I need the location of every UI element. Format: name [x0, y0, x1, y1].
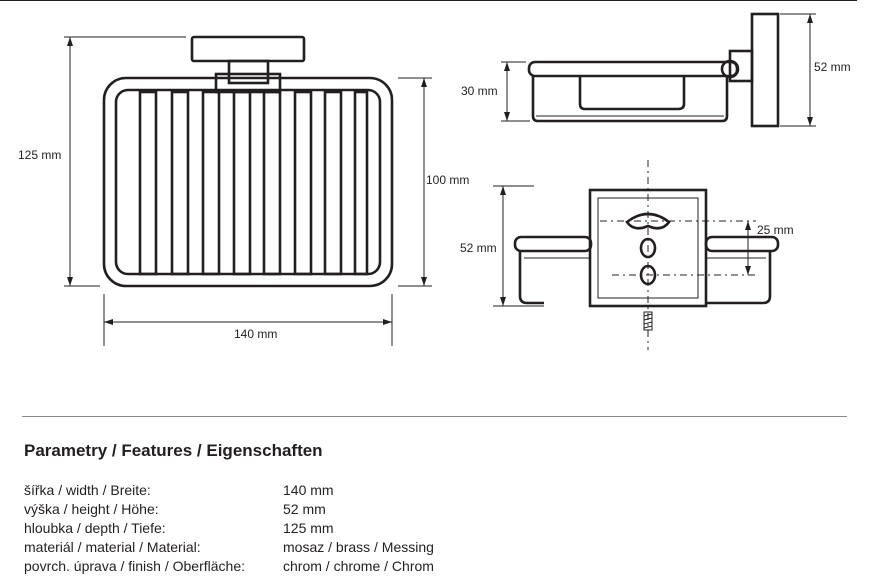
dim-mount-hole-spacing: 25 mm	[757, 223, 794, 237]
spec-value: chrom / chrome / Chrom	[283, 558, 434, 574]
specs-title: Parametry / Features / Eigenschaften	[24, 441, 323, 460]
dim-front-width: 140 mm	[234, 327, 277, 341]
side-view: 30 mm 52 mm	[461, 12, 851, 128]
spec-label: šířka / width / Breite:	[24, 482, 151, 498]
dim-mount-height: 52 mm	[460, 241, 497, 255]
basket-bars	[138, 90, 369, 276]
bracket-stem	[227, 59, 270, 85]
dim-front-height: 125 mm	[18, 148, 61, 162]
section-divider	[22, 416, 847, 417]
spec-row-finish: povrch. úprava / finish / Oberfläche: ch…	[24, 557, 434, 576]
spec-value: 52 mm	[283, 501, 326, 517]
technical-drawing: 125 mm 100 mm 140 mm 30 mm	[0, 0, 857, 350]
wall-bracket	[190, 35, 306, 63]
spec-label: povrch. úprava / finish / Oberfläche:	[24, 558, 245, 574]
basket-body	[531, 76, 729, 123]
spec-label: materiál / material / Material:	[24, 539, 201, 555]
wall-plate	[750, 12, 780, 128]
dim-side-total-height: 52 mm	[814, 60, 851, 74]
front-view: 125 mm 100 mm 140 mm	[18, 35, 469, 346]
specs-table: šířka / width / Breite: 140 mm výška / h…	[24, 481, 434, 576]
spec-row-width: šířka / width / Breite: 140 mm	[24, 481, 434, 500]
spec-value: mosaz / brass / Messing	[283, 539, 434, 555]
dim-side-basket-height: 30 mm	[461, 84, 498, 98]
spec-row-height: výška / height / Höhe: 52 mm	[24, 500, 434, 519]
spec-value: 125 mm	[283, 520, 334, 536]
spec-label: hloubka / depth / Tiefe:	[24, 520, 166, 536]
dim-front-inner-height: 100 mm	[426, 173, 469, 187]
spec-row-material: materiál / material / Material: mosaz / …	[24, 538, 434, 557]
basket-rim	[527, 60, 739, 78]
spec-value: 140 mm	[283, 482, 334, 498]
basket-frame	[102, 76, 394, 288]
mount-view: 52 mm 25 mm	[460, 160, 794, 350]
spec-row-depth: hloubka / depth / Tiefe: 125 mm	[24, 519, 434, 538]
spec-label: výška / height / Höhe:	[24, 501, 159, 517]
